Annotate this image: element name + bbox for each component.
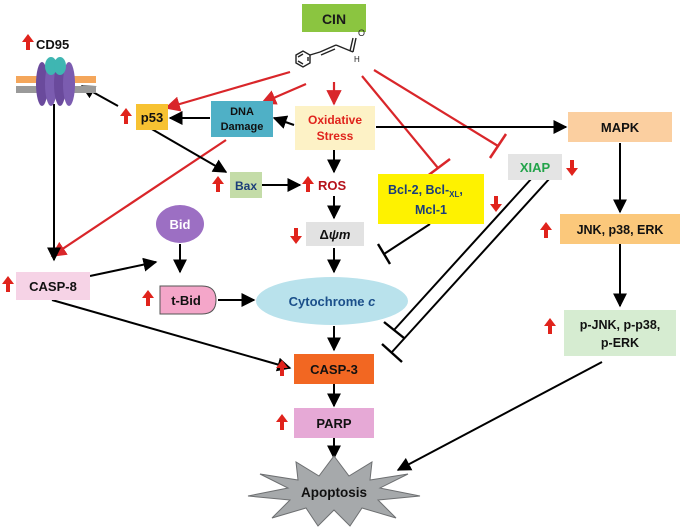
- pjnk-node: p-JNK, p-p38, p-ERK: [564, 310, 676, 356]
- bid-label: Bid: [170, 217, 191, 232]
- cytochrome-text: Cytochrome: [289, 294, 368, 309]
- edge-cin-p53: [164, 70, 291, 112]
- p53-node: p53: [136, 104, 168, 130]
- casp3-up-indicator: [276, 360, 288, 376]
- receptor-icon: [36, 57, 75, 106]
- tbid-up-indicator: [142, 290, 154, 306]
- delta-psi-node: Δψm: [306, 222, 364, 246]
- bcl-node: Bcl-2, Bcl-XL, Mcl-1: [378, 174, 484, 224]
- ros-label: ROS: [318, 178, 347, 193]
- tbid-label: t-Bid: [171, 293, 201, 308]
- edges: [47, 69, 627, 471]
- bid-node: Bid: [156, 205, 204, 243]
- edge-bcl-deltapsi-tbar: [376, 243, 392, 265]
- parp-label: PARP: [316, 416, 351, 431]
- dna-damage-line1: DNA: [230, 106, 254, 118]
- cinnamaldehyde-structure: O H: [295, 28, 365, 68]
- m-symbol: m: [339, 227, 351, 242]
- edge-dna-casp8: [50, 139, 227, 257]
- bax-label: Bax: [235, 179, 257, 193]
- delta-symbol: Δ: [320, 227, 329, 242]
- bax-up-indicator: [212, 176, 224, 192]
- edge-xiap-casp3-tbar: [381, 343, 403, 363]
- edge-p53-bax: [149, 127, 228, 173]
- psi-symbol: ψ: [329, 227, 339, 242]
- dna-damage-node: DNA Damage: [211, 101, 273, 137]
- ros-up-indicator: [302, 176, 314, 192]
- oxidative-line2: Stress: [317, 129, 354, 143]
- edge-cin-bcl-inhibit: [361, 75, 439, 169]
- indicators: [2, 34, 578, 430]
- casp8-label: CASP-8: [29, 279, 77, 294]
- edge-xiap-cytochrome-inhibit: [393, 177, 533, 331]
- edge-xiap-casp3-inhibit: [391, 177, 551, 353]
- p53-up-indicator: [120, 108, 132, 124]
- oxidative-line1: Oxidative: [308, 113, 362, 127]
- bcl-line1-b: ,: [459, 183, 462, 197]
- pjnk-up-indicator: [544, 318, 556, 334]
- edge-casp8-bid: [89, 257, 158, 277]
- casp3-node: CASP-3: [294, 354, 374, 384]
- tbid-node: t-Bid: [159, 285, 217, 315]
- edge-oxidative-dna: [272, 115, 295, 129]
- p53-label: p53: [141, 110, 163, 125]
- cd95-up-indicator: [22, 34, 34, 50]
- deltapsi-down-indicator: [290, 228, 302, 244]
- mapk-label: MAPK: [601, 120, 640, 135]
- xiap-node: XIAP: [508, 154, 562, 180]
- apoptosis-node: Apoptosis: [247, 455, 421, 527]
- xiap-down-indicator: [566, 160, 578, 176]
- dna-damage-line2: Damage: [221, 121, 264, 133]
- ros-node: ROS: [318, 178, 347, 193]
- cd95-label: CD95: [36, 37, 69, 52]
- edge-cin-dna-damage: [260, 82, 307, 105]
- bax-node: Bax: [230, 172, 262, 198]
- edge-casp8-casp3: [51, 299, 292, 372]
- bcl-line1: Bcl-2, Bcl-XL,: [388, 183, 463, 199]
- bcl-line1-sub: XL: [449, 190, 459, 199]
- jnk-up-indicator: [540, 222, 552, 238]
- jnk-label: JNK, p38, ERK: [577, 223, 664, 237]
- cytochrome-c: c: [368, 294, 376, 309]
- pjnk-line1: p-JNK, p-p38,: [580, 318, 661, 332]
- cin-node: CIN: [302, 4, 366, 32]
- structure-o-label: O: [358, 28, 365, 38]
- cin-label: CIN: [322, 11, 346, 27]
- edge-xiap-cytochrome-tbar: [383, 321, 405, 339]
- casp8-node: CASP-8: [16, 272, 90, 300]
- xiap-label: XIAP: [520, 160, 551, 175]
- edge-cin-xiap-tbar: [488, 133, 508, 159]
- mapk-node: MAPK: [568, 112, 672, 142]
- edge-cin-xiap-inhibit: [373, 69, 499, 147]
- oxidative-stress-node: Oxidative Stress: [295, 106, 375, 150]
- cd95-receptor: CD95: [16, 37, 96, 106]
- cytochrome-label: Cytochrome c: [289, 294, 376, 309]
- jnk-node: JNK, p38, ERK: [560, 214, 680, 244]
- edge-pjnk-apoptosis: [396, 361, 603, 471]
- parp-up-indicator: [276, 414, 288, 430]
- casp8-up-indicator: [2, 276, 14, 292]
- delta-psi-label: Δψm: [320, 227, 351, 242]
- apoptosis-starburst: [247, 455, 421, 527]
- bcl-line1-a: Bcl-2, Bcl-: [388, 183, 449, 197]
- bcl-down-indicator: [490, 196, 502, 212]
- casp3-label: CASP-3: [310, 362, 358, 377]
- edge-bcl-deltapsi-inhibit: [383, 223, 431, 255]
- parp-node: PARP: [294, 408, 374, 438]
- pjnk-line2: p-ERK: [601, 336, 639, 350]
- cytochrome-node: Cytochrome c: [256, 277, 408, 325]
- bcl-line2: Mcl-1: [415, 203, 447, 217]
- apoptosis-label: Apoptosis: [301, 485, 367, 500]
- structure-h-label: H: [354, 55, 360, 64]
